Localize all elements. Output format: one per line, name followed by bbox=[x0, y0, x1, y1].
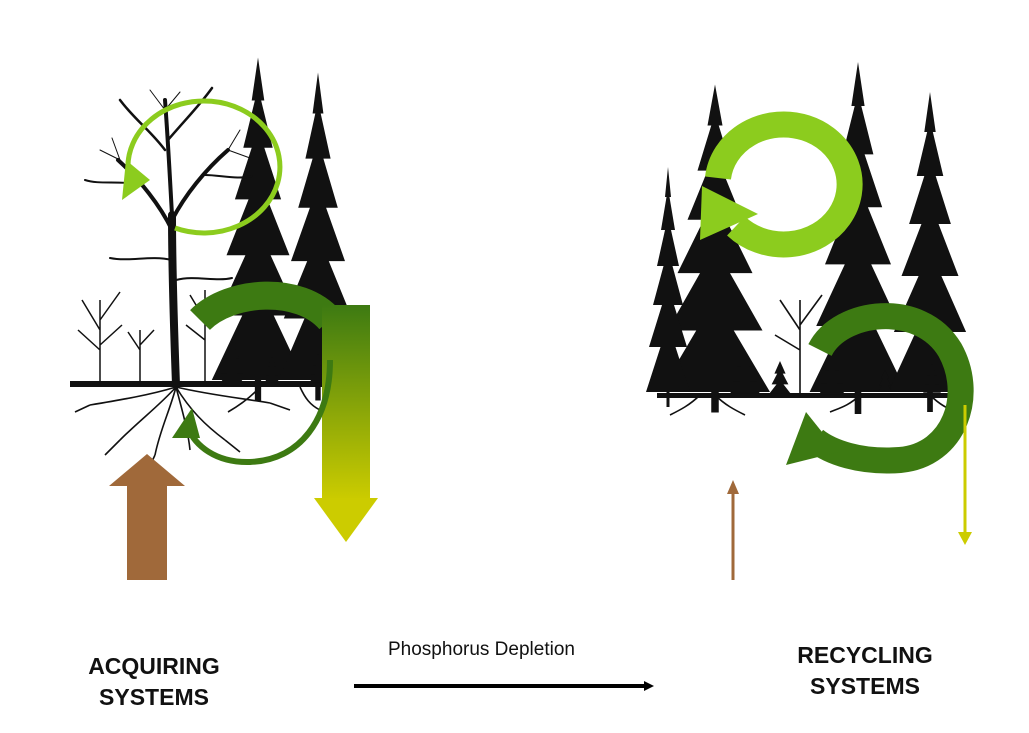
recycling-label-line1: RECYCLING bbox=[797, 642, 933, 668]
left-leaching-arrowhead bbox=[314, 498, 378, 542]
acquiring-systems-label: ACQUIRING SYSTEMS bbox=[62, 651, 246, 713]
left-upper-cycle-arrow bbox=[122, 98, 283, 236]
recycling-forest-illustration bbox=[646, 61, 972, 416]
acquiring-forest-illustration bbox=[70, 57, 358, 471]
recycling-systems-label: RECYCLING SYSTEMS bbox=[770, 640, 960, 702]
tree-roots bbox=[74, 386, 321, 471]
right-ground-line bbox=[657, 393, 957, 398]
left-weathering-input-arrow bbox=[109, 454, 185, 580]
acquiring-label-line2: SYSTEMS bbox=[99, 684, 209, 710]
acquiring-label-line1: ACQUIRING bbox=[88, 653, 220, 679]
recycling-label-line2: SYSTEMS bbox=[810, 673, 920, 699]
left-ground-line bbox=[70, 381, 340, 387]
phosphorus-depletion-label: Phosphorus Depletion bbox=[388, 639, 575, 660]
left-lower-cycle-arrow bbox=[172, 281, 378, 542]
deciduous-tree bbox=[84, 86, 253, 389]
right-lower-cycle-arrow bbox=[786, 303, 974, 474]
right-weathering-input-arrow bbox=[727, 480, 739, 580]
right-upper-cycle-arrow bbox=[700, 111, 863, 258]
right-leaching-arrow bbox=[958, 405, 972, 545]
